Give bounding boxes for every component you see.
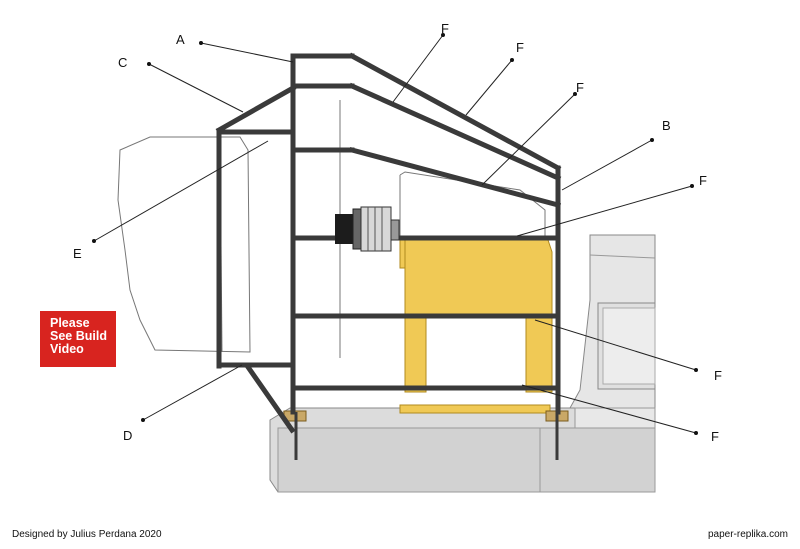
leader-lines bbox=[93, 34, 697, 434]
callout-label-f5: F bbox=[714, 368, 722, 383]
callout-label-f6: F bbox=[711, 429, 719, 444]
leader-dots bbox=[92, 33, 698, 435]
designer-credit: Designed by Julius Perdana 2020 bbox=[12, 529, 162, 540]
right-structure bbox=[569, 234, 656, 429]
engine-outline bbox=[117, 136, 251, 353]
callout-label-f1: F bbox=[441, 21, 449, 36]
callout-label-a: A bbox=[176, 32, 185, 47]
callout-label-f2: F bbox=[516, 40, 524, 55]
callout-label-e: E bbox=[73, 246, 82, 261]
see-build-video-badge: Please See Build Video bbox=[40, 311, 116, 367]
callout-label-f4: F bbox=[699, 173, 707, 188]
callout-label-d: D bbox=[123, 428, 132, 443]
engine-unit bbox=[335, 206, 400, 252]
base-hull bbox=[269, 407, 656, 493]
site-link[interactable]: paper-replika.com bbox=[707, 529, 788, 540]
badge-line-1: Please bbox=[50, 316, 90, 330]
callout-label-f3: F bbox=[576, 80, 584, 95]
badge-line-2: See Build bbox=[50, 329, 107, 343]
callout-label-c: C bbox=[118, 55, 127, 70]
badge-line-3: Video bbox=[50, 342, 84, 356]
callout-label-b: B bbox=[662, 118, 671, 133]
